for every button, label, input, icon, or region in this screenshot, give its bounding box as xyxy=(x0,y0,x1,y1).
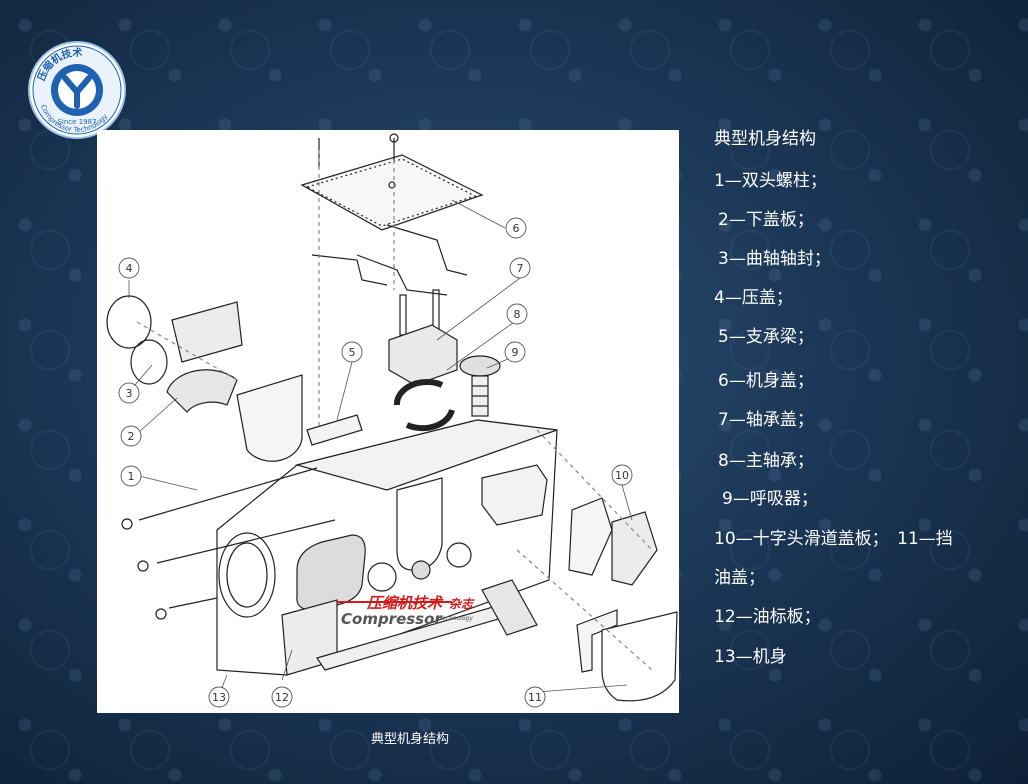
description-line-12: 12—油标板； xyxy=(714,607,821,627)
callout-4: 4 xyxy=(126,262,133,275)
stud-bolts xyxy=(121,467,336,620)
callout-2: 2 xyxy=(128,430,135,443)
description-line-7: 7—轴承盖； xyxy=(718,410,814,430)
callout-1: 1 xyxy=(128,470,135,483)
oil-level-plate xyxy=(576,609,678,702)
callout-7: 7 xyxy=(517,262,524,275)
callout-circles xyxy=(118,217,633,708)
callout-3: 3 xyxy=(126,387,133,400)
description-line-10: 10—十字头滑道盖板； 11—挡 xyxy=(714,529,953,549)
description-line-4: 4—压盖； xyxy=(714,288,793,308)
compressor-technology-logo: 压缩机技术 Since 1987 Compressor Technology xyxy=(28,41,126,139)
bearing-cover-braces xyxy=(311,224,468,386)
description-line-13: 13—机身 xyxy=(714,647,787,667)
gland-parts xyxy=(106,295,243,413)
diagram-svg: 1 2 3 4 5 6 7 8 9 10 11 12 13 压缩机技术 杂志 C… xyxy=(106,133,678,708)
description-line-1: 1—双头螺柱； xyxy=(714,171,827,191)
watermark: 压缩机技术 杂志 Compressor Technology xyxy=(337,594,475,628)
callout-5: 5 xyxy=(349,346,356,359)
watermark-en: Compressor xyxy=(341,610,443,628)
watermark-cn: 压缩机技术 xyxy=(366,594,444,612)
description-line-9: 9—呼吸器； xyxy=(722,489,818,509)
base-rail xyxy=(316,579,538,671)
watermark-cn-suffix: 杂志 xyxy=(449,597,475,611)
callout-8: 8 xyxy=(514,308,521,321)
description-line-5: 5—支承梁； xyxy=(718,327,814,347)
crankcase-cover xyxy=(300,133,484,231)
crankcase-body xyxy=(216,419,558,676)
description-line-2: 2—下盖板； xyxy=(718,210,814,230)
description-line-11: 油盖； xyxy=(714,568,765,588)
diagram-caption: 典型机身结构 xyxy=(370,732,449,747)
description-title: 典型机身结构 xyxy=(714,129,816,149)
description-line-3: 3—曲轴轴封； xyxy=(718,249,831,269)
assembly-lines xyxy=(136,150,653,671)
callout-6: 6 xyxy=(513,222,520,235)
oil-baffle-cover xyxy=(236,374,303,462)
watermark-en-small: Technology xyxy=(439,615,473,622)
exploded-view-diagram: 1 2 3 4 5 6 7 8 9 10 11 12 13 压缩机技术 杂志 C… xyxy=(97,130,679,713)
callout-leaders xyxy=(128,199,633,696)
callout-11: 11 xyxy=(528,691,542,704)
description-line-6: 6—机身盖； xyxy=(718,371,814,391)
callout-13: 13 xyxy=(212,691,226,704)
support-beam xyxy=(306,414,363,446)
callout-10: 10 xyxy=(615,469,629,482)
description-line-8: 8—主轴承； xyxy=(718,451,814,471)
crosshead-guide-cover xyxy=(481,464,658,586)
main-bearing xyxy=(393,379,455,432)
callout-9: 9 xyxy=(512,346,519,359)
callout-12: 12 xyxy=(275,691,289,704)
breather xyxy=(459,355,501,417)
logo-since-text: Since 1987 xyxy=(57,118,96,126)
